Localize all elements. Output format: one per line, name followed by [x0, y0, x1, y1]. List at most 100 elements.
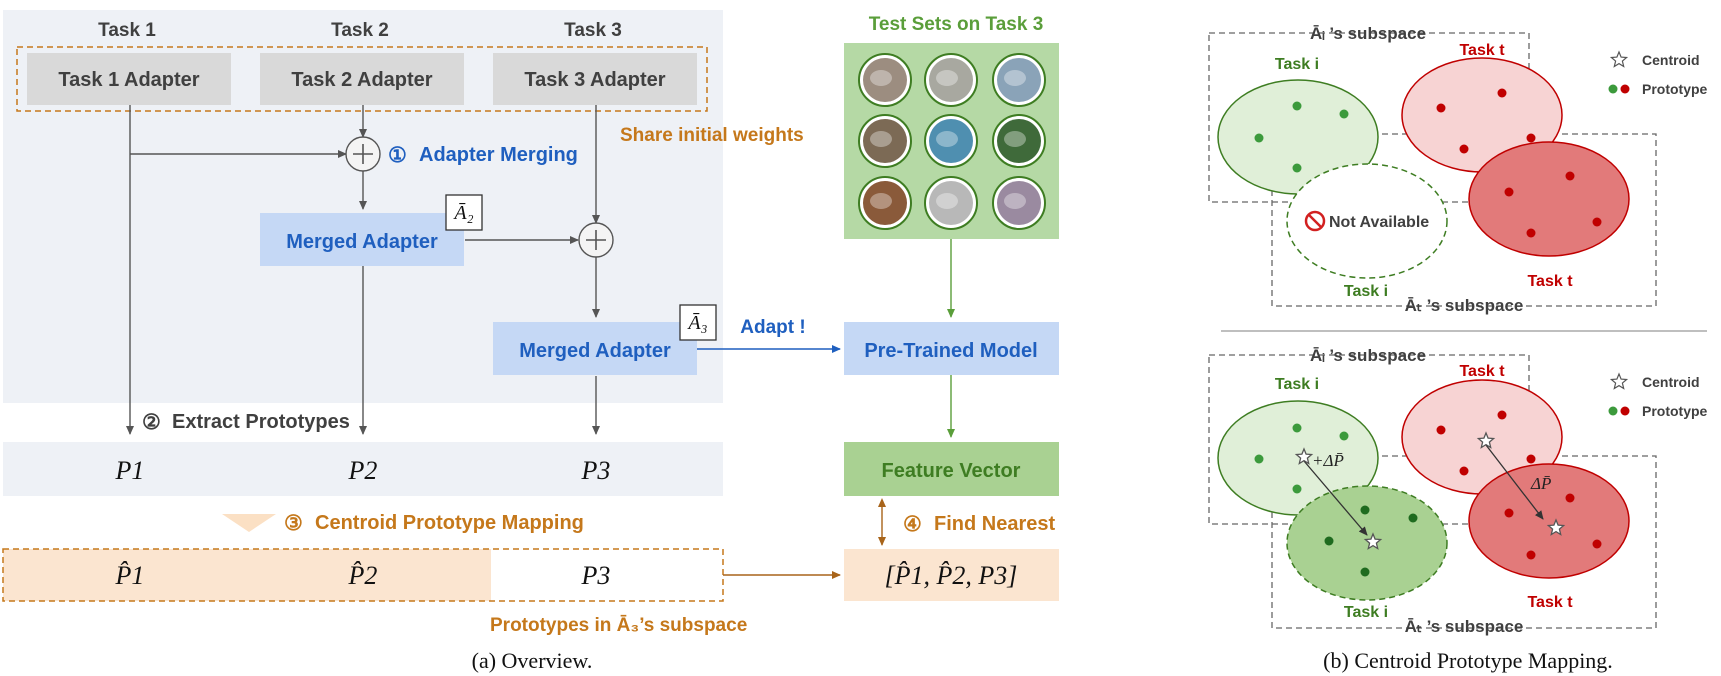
shift-arrow-i: [1303, 460, 1368, 536]
prototype-legend-dot: [1620, 406, 1630, 416]
centroid-star: [1546, 518, 1566, 536]
no-entry-icon: [1304, 210, 1326, 232]
merged-symbol-3-box: [679, 304, 717, 341]
prototype-p2: P2: [348, 456, 378, 485]
connectors: [126, 105, 600, 435]
prototype-point: [1292, 484, 1302, 494]
step-2-text: Extract Prototypes: [172, 411, 350, 433]
task-1-adapter-label: Task 1 Adapter: [58, 69, 199, 91]
prototype-point: [1504, 187, 1514, 197]
mapped-prototype-3: P3: [581, 561, 611, 590]
caption-mapping: (b) Centroid Prototype Mapping.: [1323, 648, 1613, 673]
prototype-dots: [1254, 88, 1602, 577]
prototype-point: [1459, 144, 1469, 154]
subspace-t-label: Āₜ ’s subspace: [1405, 296, 1524, 315]
task-i-label: Task i: [1344, 604, 1388, 621]
prototype-point: [1324, 536, 1334, 546]
prototype-point: [1339, 431, 1349, 441]
task-i-label: Task i: [1275, 56, 1319, 73]
prototype-point: [1292, 163, 1302, 173]
test-image-ship: [924, 114, 978, 168]
prototype-point: [1497, 410, 1507, 420]
test-image-grid: [858, 53, 1046, 230]
task-1-adapter: [27, 53, 231, 105]
task-t-label: Task t: [1459, 363, 1505, 380]
task-t-label: Task t: [1459, 42, 1505, 59]
task-t-label: Task t: [1527, 594, 1573, 611]
task-3-header: Task 3: [564, 20, 622, 41]
prototype-point: [1292, 423, 1302, 433]
merged-adapter-2-label: Merged Adapter: [286, 231, 438, 253]
feature-vector-label: Feature Vector: [882, 460, 1021, 482]
nearest-set-label: [P̂1, P̂2, P3]: [885, 561, 1018, 590]
prototype-legend-dot: [1608, 406, 1618, 416]
step-4-text: Find Nearest: [934, 513, 1055, 535]
prototype-point: [1360, 505, 1370, 515]
task-2-header: Task 2: [331, 20, 389, 41]
prototype-point: [1339, 109, 1349, 119]
merged-adapter-2: [260, 213, 464, 266]
task-i-label: Task i: [1275, 376, 1319, 393]
prototype-point: [1526, 454, 1536, 464]
mapping-down-triangle: [222, 514, 276, 532]
test-image-deer: [858, 114, 912, 168]
delta-plus-label: +ΔP̄: [1312, 451, 1344, 470]
task-3-adapter-label: Task 3 Adapter: [524, 69, 665, 91]
step-3-text: Centroid Prototype Mapping: [315, 512, 584, 534]
subspace-i-label: Āᵢ ’s subspace: [1310, 24, 1426, 43]
legend-centroid: Centroid: [1642, 374, 1700, 390]
shift-arrow-t: [1485, 444, 1544, 520]
task-2-adapter: [260, 53, 464, 105]
centroid-star: [1294, 447, 1314, 465]
merged-symbol-2: Ā₂: [452, 202, 473, 224]
legend-centroid: Centroid: [1642, 52, 1700, 68]
merged-symbol-3: Ā₃: [686, 312, 707, 334]
step-3-number: ③: [284, 512, 303, 535]
step-4-number: ④: [903, 513, 922, 536]
test-image-horse: [858, 176, 912, 230]
prototype-point: [1292, 101, 1302, 111]
mapping-top-panel: [1208, 32, 1657, 307]
prototype-p3: P3: [581, 456, 611, 485]
task-2-adapter-label: Task 2 Adapter: [291, 69, 432, 91]
prototype-p1: P1: [115, 456, 145, 485]
test-image-cat: [858, 53, 912, 107]
merged-adapter-3-label: Merged Adapter: [519, 340, 671, 362]
test-image-airplane: [992, 176, 1046, 230]
prototype-point: [1408, 513, 1418, 523]
plus-icon: [586, 230, 606, 250]
legend-prototype: Prototype: [1642, 81, 1708, 97]
task-t-label: Task t: [1527, 273, 1573, 290]
share-weights-frame: [16, 46, 708, 112]
subspace-t-label: Āₜ ’s subspace: [1405, 617, 1524, 636]
task-1-header: Task 1: [98, 20, 156, 41]
step-2-number: ②: [142, 411, 161, 434]
prototype-legend-dot: [1620, 84, 1630, 94]
merged-symbol-2-box: [445, 194, 483, 231]
pretrained-model-label: Pre-Trained Model: [864, 340, 1037, 362]
prototype-point: [1592, 539, 1602, 549]
centroid-markers: [1294, 431, 1566, 550]
plus-icon: [353, 144, 373, 164]
not-available-label: Not Available: [1329, 214, 1429, 231]
prototype-point: [1565, 493, 1575, 503]
prototype-point: [1592, 217, 1602, 227]
delta-label: ΔP̄: [1530, 474, 1551, 493]
mapped-prototype-2: P̂2: [348, 561, 378, 590]
task-i-label: Task i: [1344, 283, 1388, 300]
prototype-point: [1526, 228, 1536, 238]
centroid-star: [1363, 532, 1383, 550]
centroid-star: [1476, 431, 1496, 449]
prototype-point: [1497, 88, 1507, 98]
prototype-point: [1459, 466, 1469, 476]
prototype-point: [1360, 567, 1370, 577]
prototype-point: [1436, 103, 1446, 113]
prototype-row: [3, 442, 723, 496]
prototype-point: [1526, 550, 1536, 560]
prototypes-subspace-label: Prototypes in Ā₃’s subspace: [490, 615, 747, 636]
feature-vector-box: [844, 442, 1059, 496]
legend-prototype: Prototype: [1642, 403, 1708, 419]
adapt-label: Adapt !: [740, 317, 805, 338]
nearest-set-box: [844, 549, 1059, 601]
